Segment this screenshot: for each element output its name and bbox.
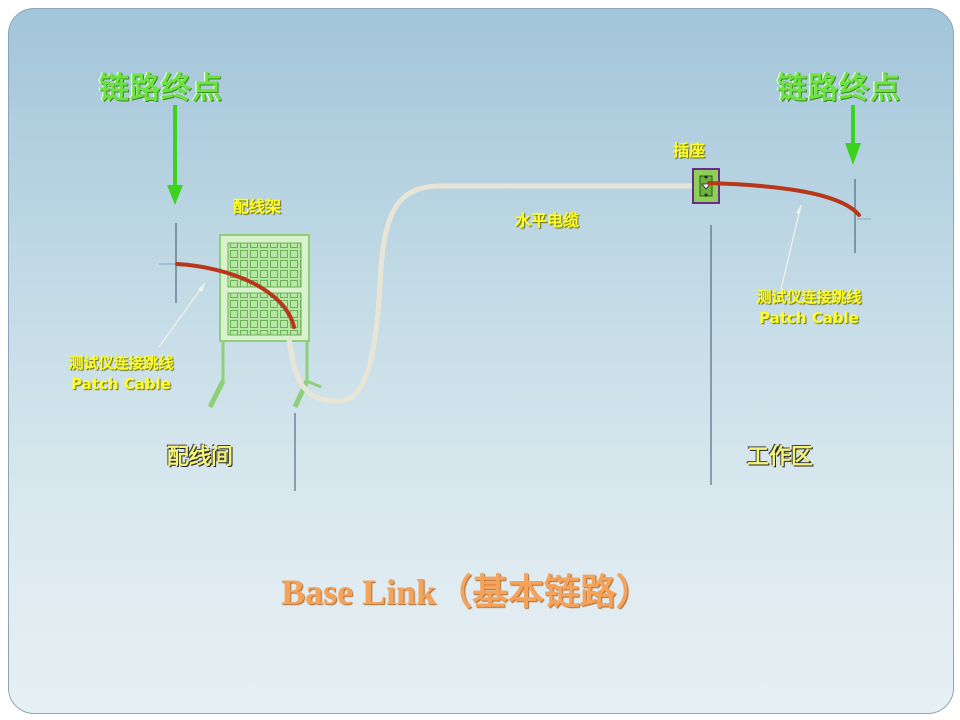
base-link-diagram [158,105,871,491]
left-patch-cable-callout [158,282,206,348]
left-endpoint-label: 链路终点 [99,71,223,106]
horizontal-cable-label: 水平电缆 [515,211,580,230]
patch-panel [207,234,322,409]
outlet [692,168,720,204]
left-patch-cable-cn: 测试仪连接跳线 [68,354,174,372]
horizontal-cable [286,183,702,404]
telecom-room-label: 配线间 [167,445,234,470]
outlet-label: 插座 [673,141,706,160]
left-patch-cable-en: Patch Cable [71,375,171,393]
right-patch-cable-en: Patch Cable [759,309,859,327]
left-patch-cable-label: 测试仪连接跳线 Patch Cable [41,353,201,395]
patch-panel-label: 配线架 [233,197,282,216]
right-patch-cable-label: 测试仪连接跳线 Patch Cable [729,287,889,329]
left-endpoint-arrow [167,105,183,205]
right-patch-cable-cn: 测试仪连接跳线 [756,288,862,306]
right-patch-cable [707,181,861,217]
work-area-label: 工作区 [747,445,814,470]
left-patch-cable [175,262,296,329]
right-endpoint-label: 链路终点 [777,71,901,106]
right-patch-cable-callout [780,204,802,290]
diagram-title: Base Link（基本链路） [281,572,653,612]
right-endpoint-arrow [845,105,861,165]
slide-background: 链路终点 链路终点 配线架 插座 水平电缆 测试仪连接跳线 Patch Cabl… [8,8,954,714]
